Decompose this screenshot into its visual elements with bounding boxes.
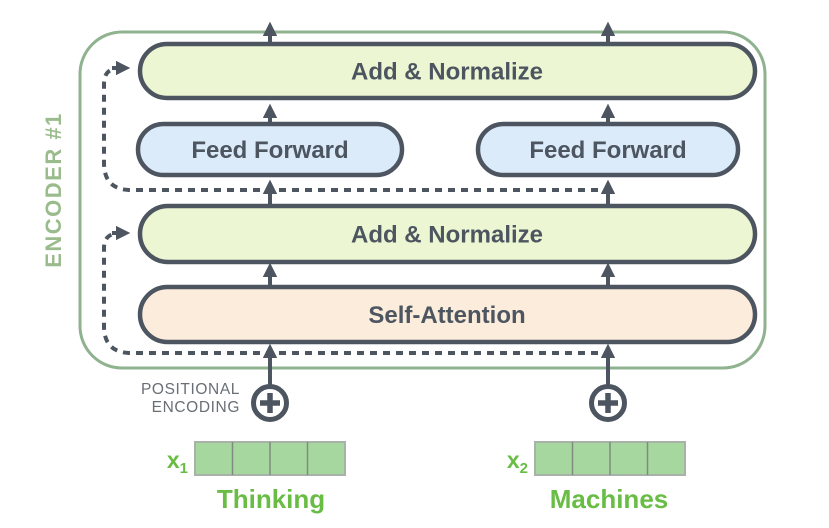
encoder-boundary-box <box>78 30 767 370</box>
positional-encoding-label: POSITIONAL ENCODING <box>141 381 240 416</box>
x1-subscript: 1 <box>180 460 188 477</box>
input-word-thinking: Thinking <box>217 484 325 514</box>
feed-forward-left-label: Feed Forward <box>191 137 348 164</box>
self-attention-label: Self-Attention <box>368 302 525 329</box>
feed-forward-right-pill <box>475 121 741 178</box>
dashed-residual-upper <box>102 66 598 192</box>
plus-circle-icon-right <box>589 384 627 422</box>
add-normalize-middle-label: Add & Normalize <box>351 222 543 249</box>
positional-encoding-line2: ENCODING <box>152 399 240 416</box>
block-add-normalize-top: Add & Normalize <box>137 41 758 101</box>
x1-base: x <box>167 447 180 473</box>
block-feed-forward-right: Feed Forward <box>475 121 741 178</box>
add-normalize-top-pill <box>137 41 758 101</box>
input-vector-x2 <box>534 441 686 476</box>
plus-circle-icon-left <box>251 384 289 422</box>
add-normalize-top-label: Add & Normalize <box>351 59 543 86</box>
x2-subscript: 2 <box>520 460 528 477</box>
input-vector-x1 <box>194 441 346 476</box>
plus-sign <box>598 393 618 413</box>
add-normalize-middle-pill <box>137 203 758 265</box>
feed-forward-right-label: Feed Forward <box>529 137 686 164</box>
x2-base: x <box>507 447 520 473</box>
input-word-machines: Machines <box>550 484 669 514</box>
block-self-attention: Self-Attention <box>137 284 758 345</box>
block-add-normalize-middle: Add & Normalize <box>137 203 758 265</box>
encoder-title: ENCODER #1 <box>41 112 66 268</box>
positional-encoding-line1: POSITIONAL <box>141 381 240 398</box>
block-feed-forward-left: Feed Forward <box>135 121 405 178</box>
input-x2-label: x2 <box>507 447 528 477</box>
plus-sign <box>260 393 280 413</box>
input-x1-label: x1 <box>167 447 188 477</box>
dashed-residual-lower <box>102 231 598 355</box>
self-attention-pill <box>137 284 758 345</box>
feed-forward-left-pill <box>135 121 405 178</box>
